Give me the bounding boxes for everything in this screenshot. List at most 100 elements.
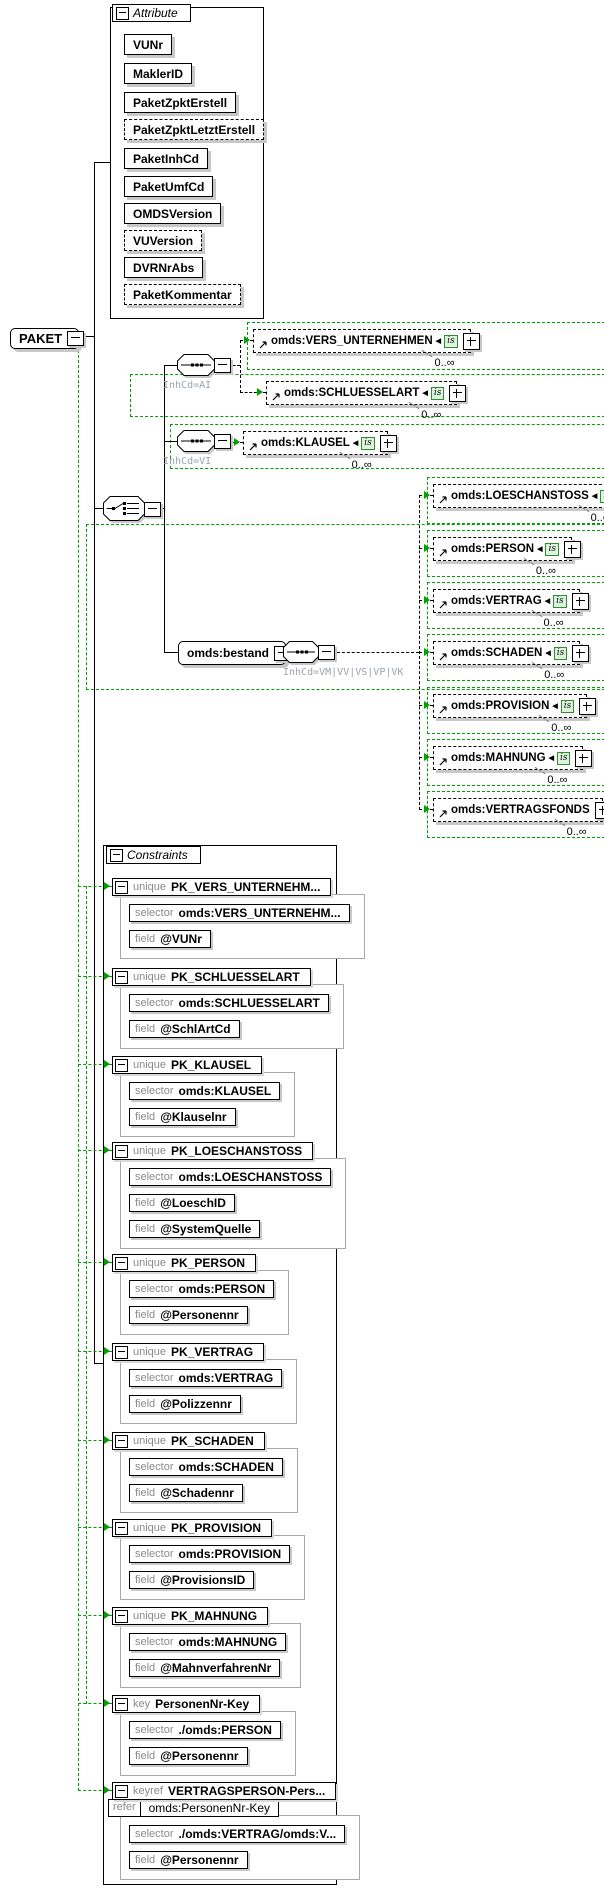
expand-icon[interactable]: [379, 434, 397, 452]
element-ref-omds-vertragsfonds[interactable]: omds:VERTRAGSFONDS: [433, 798, 604, 822]
attribute-vuversion[interactable]: VUVersion: [124, 230, 203, 251]
element-ref-omds-klausel[interactable]: omds:KLAUSEL◀is: [243, 431, 397, 455]
collapse-icon[interactable]: [144, 502, 161, 517]
element-ref-omds-person[interactable]: omds:PERSON◀is: [433, 537, 581, 561]
choice-compositor[interactable]: [103, 496, 145, 526]
attribute-vunr[interactable]: VUNr: [124, 34, 173, 55]
collapse-icon[interactable]: [115, 1697, 128, 1711]
element-ref-omds-schluesselart[interactable]: omds:SCHLUESSELART◀is: [266, 381, 467, 405]
row-value: omds:SCHADEN: [178, 1460, 274, 1474]
attribute-paketzpktletzterstell[interactable]: PaketZpktLetztErstell: [124, 119, 265, 140]
collapse-icon[interactable]: [115, 1058, 128, 1072]
attribute-label: VUNr: [133, 37, 164, 52]
collapse-icon[interactable]: [214, 358, 231, 373]
constraint-selector-row[interactable]: selector./omds:VERTRAG/omds:V...: [129, 1825, 346, 1843]
expand-icon[interactable]: [594, 801, 604, 819]
constraint-field-row[interactable]: field@Personennr: [129, 1851, 248, 1869]
link-arrowhead: [104, 1611, 110, 1619]
row-value: @LoeschID: [160, 1196, 226, 1210]
connector-line: [164, 365, 178, 366]
constraint-selector-row[interactable]: selector./omds:PERSON: [129, 1721, 281, 1739]
constraint-field-row[interactable]: field@VUNr: [129, 930, 211, 948]
element-ref-omds-vertrag[interactable]: omds:VERTRAG◀is: [433, 589, 589, 613]
expand-icon[interactable]: [571, 592, 589, 610]
collapse-icon[interactable]: [67, 331, 85, 346]
attribute-omdsversion[interactable]: OMDSVersion: [124, 203, 222, 224]
collapse-icon[interactable]: [115, 970, 128, 984]
collapse-icon[interactable]: [115, 1256, 128, 1270]
expand-icon[interactable]: [579, 697, 597, 715]
sequence-compositor-bestand[interactable]: [283, 641, 319, 668]
constraint-field-row[interactable]: field@Schadennr: [129, 1484, 243, 1502]
paket-element[interactable]: PAKET: [10, 328, 85, 349]
attribute-paketumfcd[interactable]: PaketUmfCd: [124, 176, 214, 197]
attribute-dvrnrabs[interactable]: DVRNrAbs: [124, 257, 204, 278]
expand-icon[interactable]: [575, 749, 593, 767]
expand-icon[interactable]: [563, 540, 581, 558]
collapse-icon[interactable]: [115, 1434, 128, 1448]
constraint-field-row[interactable]: field@ProvisionsID: [129, 1571, 255, 1589]
constraint-kind: unique: [133, 1145, 167, 1157]
collapse-icon[interactable]: [116, 6, 129, 20]
sequence-compositor-ai[interactable]: [177, 354, 215, 381]
expand-icon[interactable]: [462, 332, 480, 350]
collapse-icon[interactable]: [115, 880, 128, 894]
constraint-field-row[interactable]: field@MahnverfahrenNr: [129, 1659, 281, 1677]
collapse-icon[interactable]: [110, 848, 123, 862]
element-ref-omds-mahnung[interactable]: omds:MAHNUNG◀is: [433, 746, 593, 770]
constraint-field-row[interactable]: field@SchlArtCd: [129, 1020, 240, 1038]
attribute-paketinhcd[interactable]: PaketInhCd: [124, 148, 209, 169]
collapse-icon[interactable]: [115, 1144, 128, 1158]
element-ref-label: omds:VERTRAGSFONDS: [451, 804, 590, 816]
constraint-field-row[interactable]: field@SystemQuelle: [129, 1220, 261, 1238]
collapse-icon[interactable]: [115, 1609, 128, 1623]
sequence-compositor-vi[interactable]: [177, 430, 215, 457]
element-ref-omds-loeschanstoss[interactable]: omds:LOESCHANSTOSS◀is: [433, 484, 604, 508]
attribute-paketzpkterstell[interactable]: PaketZpktErstell: [124, 92, 237, 113]
constraint-field-row[interactable]: field@LoeschID: [129, 1194, 235, 1212]
attribute-section-header[interactable]: Attribute: [112, 4, 191, 22]
attribute-paketkommentar[interactable]: PaketKommentar: [124, 284, 241, 305]
element-ref-omds-vers-unternehmen[interactable]: omds:VERS_UNTERNEHMEN◀is: [253, 329, 480, 353]
constraint-field-row[interactable]: field@Personennr: [129, 1747, 248, 1765]
element-ref-omds-schaden[interactable]: omds:SCHADEN◀is: [433, 641, 590, 665]
collapse-icon[interactable]: [115, 1784, 128, 1798]
expand-icon[interactable]: [449, 384, 467, 402]
constraints-section-header[interactable]: Constraints: [106, 846, 201, 864]
attribute-maklerid[interactable]: MaklerID: [124, 63, 193, 84]
constraint-field-row[interactable]: field@Klauselnr: [129, 1108, 236, 1126]
bestand-element[interactable]: omds:bestand: [178, 641, 292, 665]
expand-icon[interactable]: [572, 644, 590, 662]
group-outline: [130, 374, 604, 417]
constraint-field-row[interactable]: field@Polizzennr: [129, 1395, 241, 1413]
row-keyword: field: [135, 1487, 156, 1499]
row-keyword: selector: [135, 1085, 174, 1097]
collapse-icon[interactable]: [115, 1345, 128, 1359]
collapse-icon[interactable]: [318, 645, 335, 660]
collapse-icon[interactable]: [214, 434, 231, 449]
element-ref-omds-provision[interactable]: omds:PROVISION◀is: [433, 694, 597, 718]
collapse-icon[interactable]: [115, 1521, 128, 1535]
constraint-field-row[interactable]: field@Personennr: [129, 1306, 248, 1324]
